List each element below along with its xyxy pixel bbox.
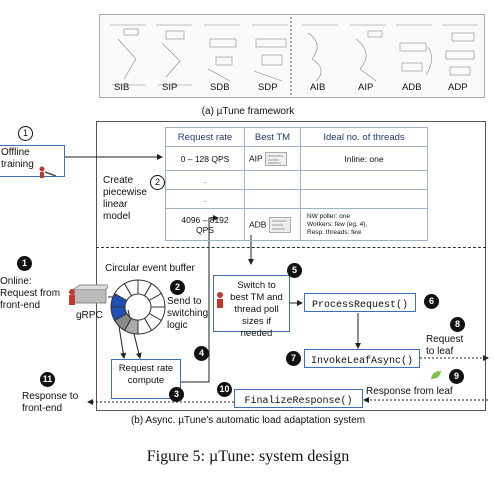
compute-step-number: 3	[169, 387, 184, 402]
framework-label-sdb: SDB	[210, 82, 230, 93]
framework-label-sip: SIP	[162, 82, 178, 93]
finalize-label: FinalizeResponse()	[244, 396, 353, 407]
training-person-icon	[38, 165, 57, 178]
switch-box: Switch to best TM and thread poll sizes …	[213, 275, 290, 339]
grpc-server-icon	[66, 283, 112, 314]
offline-training-box	[0, 145, 65, 177]
front-end-step-number: 11	[40, 372, 55, 387]
tm-row-rate: 0 – 128 QPS	[165, 146, 245, 171]
circular-buffer	[108, 277, 168, 342]
framework-label-sdp: SDP	[258, 82, 278, 93]
table-row: .	[165, 189, 428, 209]
framework-sketches	[110, 17, 478, 95]
tm-row-threads: NW poller: one Workers: few (eg. 4), Res…	[300, 208, 428, 241]
framework-label-aip: AIP	[358, 82, 374, 93]
process-request-label: ProcessRequest()	[311, 300, 408, 311]
offline-training-label: Offline training	[1, 147, 34, 170]
tm-table: Request rate Best TM Ideal no. of thread…	[165, 127, 428, 241]
main-panel	[96, 121, 486, 411]
response-leaf-label: Response from leaf	[366, 386, 453, 397]
tm-row-tm: ADB	[244, 208, 301, 241]
tm-thumbnail-icon	[268, 216, 291, 233]
request-leaf-label: Request to leaf	[426, 334, 464, 357]
table-row: 0 – 128 QPS AIP Inline: one	[165, 146, 428, 171]
offline-step-number: 1	[18, 126, 33, 141]
tm-thumbnail-icon	[264, 151, 287, 166]
tm-table-header: Request rate Best TM Ideal no. of thread…	[165, 127, 428, 147]
switch-step-number: 5	[287, 263, 302, 278]
switch-step4-number: 4	[194, 346, 209, 361]
tm-header-tm: Best TM	[244, 127, 301, 147]
caption-b: (b) Async. µTune's automatic load adapta…	[130, 415, 366, 426]
compute-label: Request rate compute	[118, 363, 174, 386]
process-request-box: ProcessRequest()	[304, 293, 416, 312]
framework-label-adb: ADB	[402, 82, 422, 93]
online-step-number: 1	[17, 256, 32, 271]
create-step-number: 2	[150, 175, 165, 190]
online-label: Online: Request from front-end	[0, 276, 61, 311]
switch-person-icon	[215, 292, 225, 313]
tm-row-rate: .	[165, 189, 245, 209]
create-model-label: Create piecewise linear model	[103, 175, 147, 222]
figure-caption: Figure 5: µTune: system design	[146, 448, 350, 465]
tm-header-rate: Request rate	[165, 127, 245, 147]
request-leaf-step-number: 8	[450, 317, 465, 332]
front-end-label: Response to front-end	[22, 391, 79, 414]
tm-row-threads: Inline: one	[300, 146, 428, 171]
framework-label-sib: SIB	[114, 82, 130, 93]
finalize-box: FinalizeResponse()	[234, 389, 363, 408]
response-leaf-step-number: 9	[449, 369, 464, 384]
send-step-number: 2	[170, 280, 185, 295]
framework-label-adp: ADP	[448, 82, 468, 93]
tm-row-tm	[244, 170, 301, 190]
framework-caption: (a) µTune framework	[201, 106, 295, 117]
tm-row-tm: AIP	[244, 146, 301, 171]
tm-header-threads: Ideal no. of threads	[300, 127, 428, 147]
tm-row-threads	[300, 170, 428, 190]
invoke-leaf-box: InvokeLeafAsync()	[304, 349, 420, 368]
table-row: .	[165, 170, 428, 190]
switch-label: Switch to best TM and thread poll sizes …	[230, 280, 283, 339]
framework-panel: SIB SIP SDB SDP AIB AIP ADB ADP	[99, 14, 485, 98]
buffer-segment	[123, 279, 139, 297]
process-step-number: 6	[424, 294, 439, 309]
framework-label-aib: AIB	[310, 82, 326, 93]
table-row: 4096 – 8192 QPS ADB NW poller: one Worke…	[165, 208, 428, 241]
tm-row-rate: 4096 – 8192 QPS	[165, 208, 245, 241]
leaf-icon	[430, 367, 442, 385]
panel-divider	[96, 247, 486, 248]
invoke-leaf-label: InvokeLeafAsync()	[310, 356, 414, 367]
tm-row-rate: .	[165, 170, 245, 190]
invoke-step-number: 7	[286, 351, 301, 366]
tm-row-tm	[244, 189, 301, 209]
tm-row-threads	[300, 189, 428, 209]
buffer-label: Circular event buffer	[105, 263, 195, 274]
grpc-label: gRPC	[76, 310, 103, 321]
finalize-step-number: 10	[217, 382, 232, 397]
send-label: Send to switching logic	[167, 296, 209, 331]
